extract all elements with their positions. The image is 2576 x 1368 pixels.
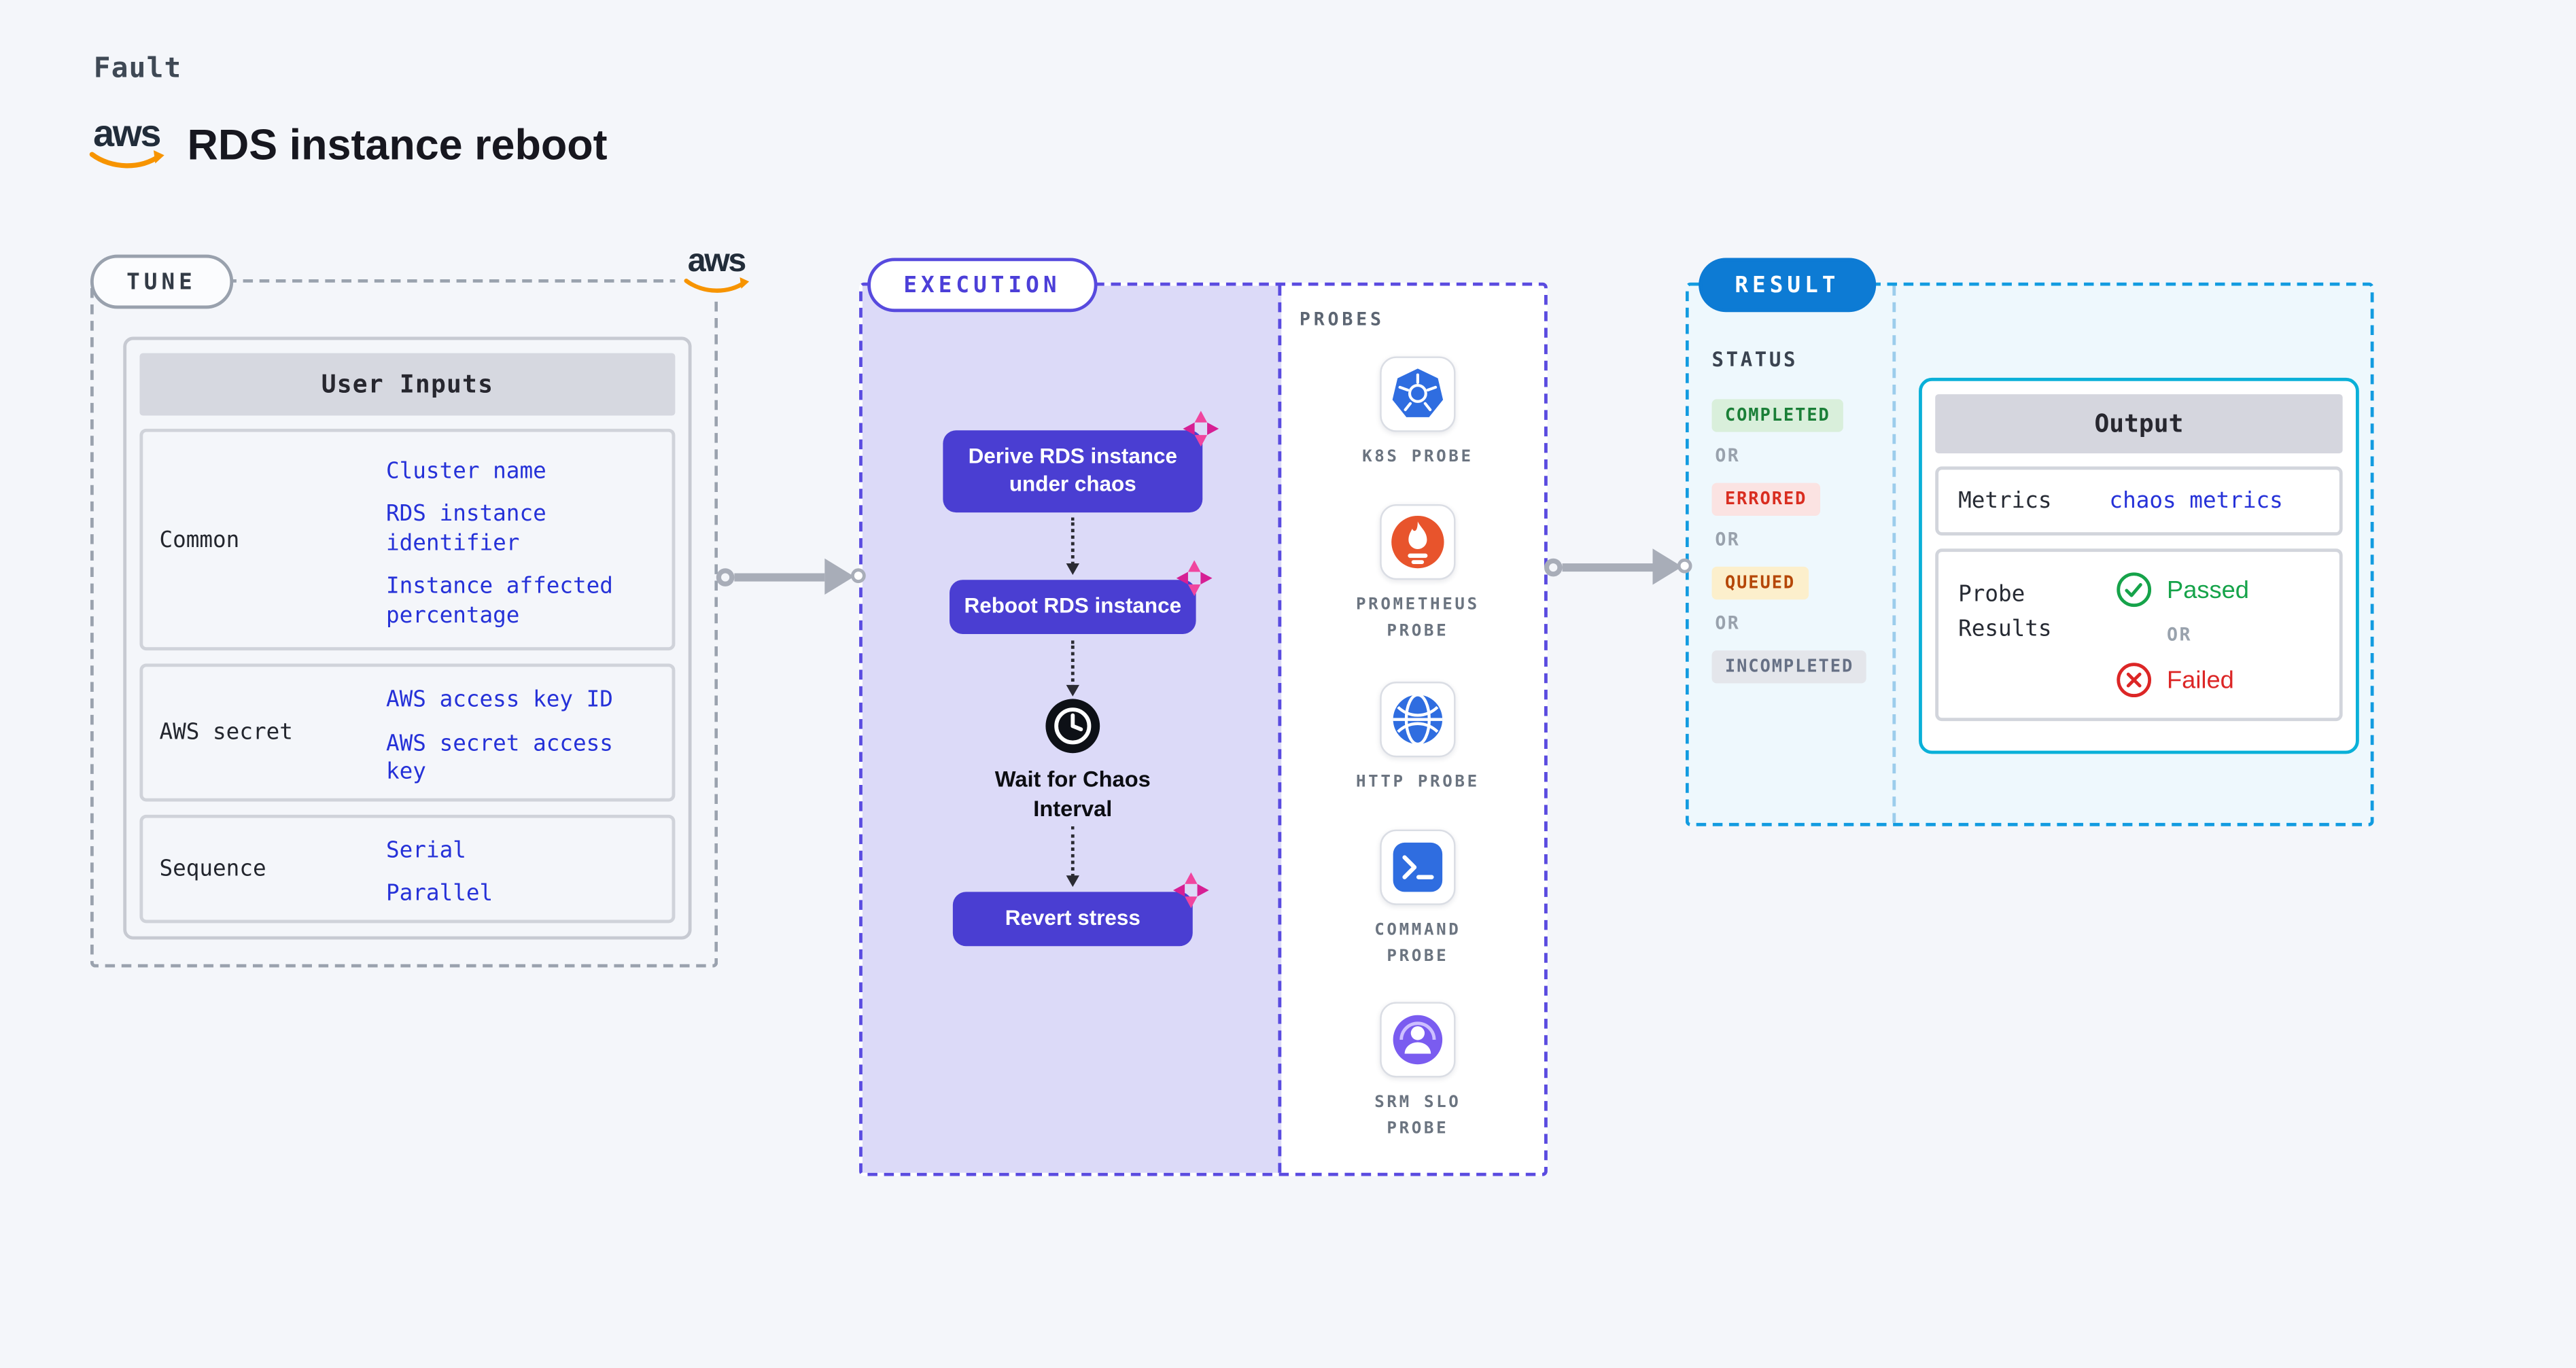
status-output-divider [1892, 285, 1896, 823]
execution-section: EXECUTION Derive RDS instance under chao… [859, 258, 1548, 1176]
probe-results-row: Probe Results Passed OR [1935, 548, 2343, 722]
execution-pill: EXECUTION [867, 258, 1097, 313]
passed-label: Passed [2167, 576, 2249, 604]
probes-heading: PROBES [1299, 309, 1385, 330]
step-label: Reboot RDS instance [964, 593, 1182, 618]
result-section: RESULT STATUS COMPLETED OR ERRORED OR QU… [1685, 258, 2374, 826]
flow-connector [1066, 640, 1079, 697]
passed-line: Passed [2116, 572, 2320, 608]
input-value: Cluster name [385, 457, 546, 485]
probe-http: HTTP PROBE [1327, 682, 1508, 796]
input-value: Instance affected percentage [385, 574, 613, 629]
probe-results-label: Probe Results [1958, 582, 2052, 642]
failed-x-icon [2117, 663, 2152, 698]
row-values: Cluster name RDS instance identifier Ins… [386, 438, 672, 642]
aws-logo: aws [89, 114, 164, 171]
status-badge-incompleted: INCOMPLETED [1711, 650, 1867, 684]
table-row-aws-secret: AWS secret AWS access key ID AWS secret … [139, 664, 676, 802]
row-label: Sequence [159, 856, 266, 882]
terminal-icon [1380, 829, 1456, 905]
passed-check-icon [2117, 572, 2152, 608]
fault-kind-label: Fault [93, 52, 182, 86]
probe-srm-slo: SRM SLO PROBE [1327, 1002, 1508, 1143]
row-values: AWS access key ID AWS secret access key [386, 667, 672, 798]
failed-label: Failed [2167, 666, 2234, 695]
row-label: Common [159, 526, 240, 553]
probe-label: PROMETHEUS PROBE [1355, 596, 1480, 641]
aws-logo-small: aws [675, 245, 758, 296]
metrics-label: Metrics [1958, 487, 2052, 514]
chaos-icon [1174, 559, 1214, 598]
flow-arrow-execution-to-result [1544, 547, 1683, 586]
aws-smile-icon [684, 277, 750, 293]
srm-slo-icon [1380, 1002, 1456, 1078]
prometheus-icon [1380, 504, 1456, 580]
kubernetes-icon [1380, 356, 1456, 432]
metrics-row: Metrics chaos metrics [1935, 466, 2343, 536]
chaos-icon [1181, 409, 1221, 449]
connector-dot [851, 568, 866, 584]
step-label: Derive RDS instance under chaos [968, 443, 1177, 496]
wait-for-chaos-interval-label: Wait for Chaos Interval [994, 767, 1151, 822]
clock-icon [1045, 698, 1100, 754]
step-label: Revert stress [1005, 905, 1141, 930]
status-badge-errored: ERRORED [1711, 483, 1820, 516]
arrow-head-icon [824, 558, 854, 595]
status-badge-completed: COMPLETED [1711, 399, 1844, 432]
input-value: Serial [385, 837, 466, 864]
step-derive-rds-instance: Derive RDS instance under chaos [943, 410, 1219, 512]
probe-label: HTTP PROBE [1355, 773, 1480, 792]
arrow-start-circle [1544, 557, 1563, 576]
row-values: Serial Parallel [386, 818, 672, 919]
chaos-icon [1171, 871, 1211, 910]
or-label: OR [2167, 625, 2192, 646]
chaos-metrics-link[interactable]: chaos metrics [2109, 488, 2283, 514]
or-label: OR [1715, 529, 1741, 550]
input-value: AWS access key ID [385, 686, 613, 714]
probe-label: K8S PROBE [1362, 448, 1474, 467]
user-inputs-header: User Inputs [139, 353, 676, 416]
failed-line: Failed [2116, 663, 2320, 699]
step-revert-stress: Revert stress [952, 872, 1209, 946]
status-badge-queued: QUEUED [1711, 566, 1809, 600]
input-value: Parallel [385, 881, 493, 908]
tune-pill: TUNE [90, 254, 233, 309]
output-header: Output [1935, 394, 2343, 454]
or-label: OR [1715, 445, 1741, 467]
input-value: RDS instance identifier [385, 501, 546, 557]
flow-connector [1066, 826, 1079, 888]
arrow-start-circle [716, 567, 735, 586]
page-title: RDS instance reboot [187, 119, 608, 169]
connector-dot [1677, 558, 1692, 574]
probe-prometheus: PROMETHEUS PROBE [1327, 504, 1508, 646]
probe-label: COMMAND PROBE [1374, 921, 1461, 966]
probe-label: SRM SLO PROBE [1374, 1093, 1461, 1138]
flow-arrow-tune-to-execution [716, 557, 854, 596]
row-label: AWS secret [159, 719, 293, 746]
table-row-sequence: Sequence Serial Parallel [139, 814, 676, 924]
probe-k8s: K8S PROBE [1327, 356, 1508, 471]
status-column: STATUS COMPLETED OR ERRORED OR QUEUED OR… [1711, 348, 1883, 684]
step-reboot-rds-instance: Reboot RDS instance [950, 560, 1213, 634]
aws-smile-icon [89, 150, 164, 169]
or-label: OR [1715, 612, 1741, 634]
probe-command: COMMAND PROBE [1327, 829, 1508, 971]
arrow-line [1562, 562, 1653, 571]
arrow-head-icon [1652, 548, 1683, 585]
output-card: Output Metrics chaos metrics Probe Resul… [1919, 377, 2359, 754]
status-heading: STATUS [1711, 348, 1798, 372]
result-pill: RESULT [1699, 258, 1876, 313]
table-row-common: Common Cluster name RDS instance identif… [139, 428, 676, 651]
probe-results-values: Passed OR Failed [2109, 572, 2319, 699]
globe-icon [1380, 682, 1456, 758]
tune-section: TUNE aws User Inputs Common Cluster name… [90, 245, 758, 968]
arrow-line [734, 572, 825, 581]
input-value: AWS secret access key [385, 731, 613, 786]
flow-connector [1066, 517, 1079, 575]
fault-title-row: aws RDS instance reboot [89, 109, 608, 181]
user-inputs-table: User Inputs Common Cluster name RDS inst… [123, 336, 692, 940]
